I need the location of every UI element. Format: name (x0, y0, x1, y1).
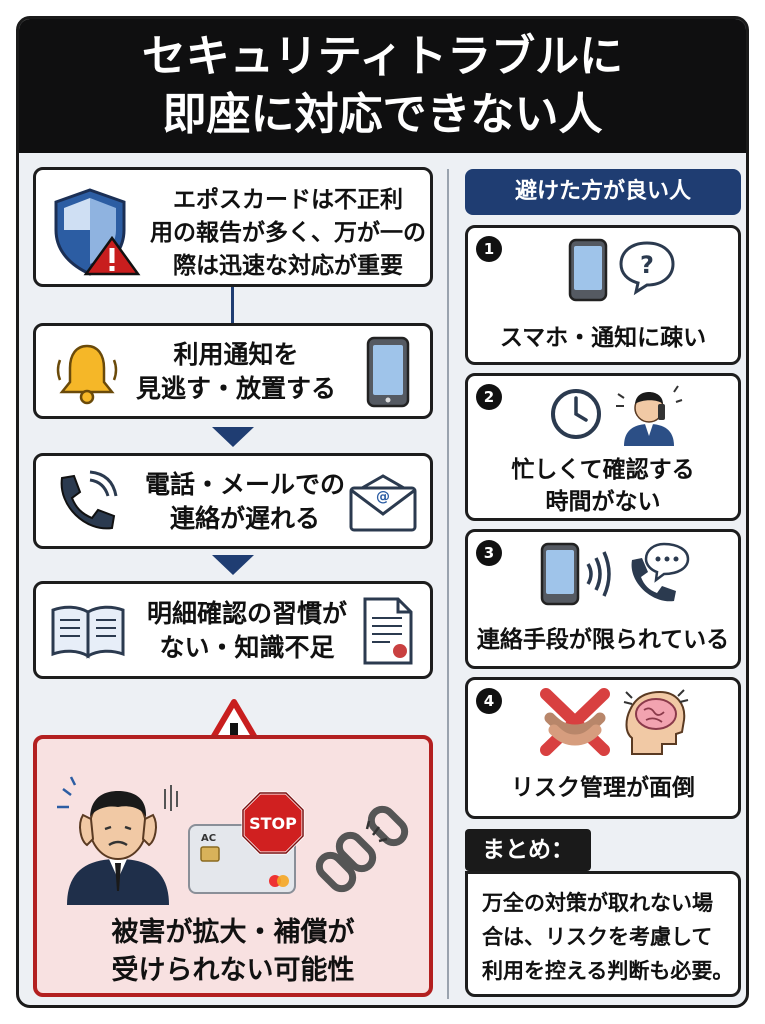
avoid-item-number: 2 (476, 384, 502, 410)
phone-icon (60, 470, 118, 530)
stop-sign-text: STOP (249, 814, 297, 833)
question-bubble-icon: ? (619, 241, 675, 296)
clock-icon (551, 389, 601, 439)
danger-line-1: 被害が拡大・補償が (111, 917, 355, 948)
card-label: AC (201, 833, 216, 844)
stop-sign-icon: STOP (241, 791, 305, 855)
column-divider (447, 169, 449, 999)
danger-panel: AC STOP 被害が拡大・補償が 受けられない可能性 (33, 735, 433, 997)
flow-arrow-2 (212, 555, 254, 575)
svg-text:?: ? (640, 251, 654, 279)
flow-card-statement: 明細確認の習慣が ない・知識不足 (33, 581, 433, 679)
svg-text:@: @ (376, 489, 390, 505)
flow-connector (231, 287, 234, 323)
avoid-item-3: 3 連絡手段が限られている (465, 529, 741, 669)
flow-card-intro: エポスカードは不正利 用の報告が多く、万が一の 際は迅速な対応が重要 (33, 167, 433, 287)
document-icon (363, 597, 413, 665)
smartphone-signal-icon (540, 542, 611, 606)
title-line-1: セキュリティトラブルに (141, 31, 624, 82)
flow-intro-line-3: 際は迅速な対応が重要 (173, 253, 403, 279)
bell-icon (56, 344, 118, 405)
stressed-man-icon (57, 776, 178, 905)
flow-intro-line-2: 用の報告が多く、万が一の (150, 220, 426, 246)
avoid-item-2: 2 忙しくて確認する 時間がない (465, 373, 741, 521)
flow-contact-line-1: 電話・メールでの (144, 470, 345, 499)
flow-notification-line-2: 見逃す・放置する (136, 374, 337, 403)
avoid-item-1-line-1: スマホ・通知に疎い (499, 325, 707, 351)
avoid-item-number: 1 (476, 236, 502, 262)
phone-chat-icon (631, 542, 690, 602)
avoid-item-2-line-2: 時間がない (545, 489, 661, 515)
flow-statement-line-2: ない・知識不足 (159, 633, 335, 662)
smartphone-icon (366, 336, 410, 408)
crossed-arms-icon (540, 688, 610, 756)
page-title: セキュリティトラブルに 即座に対応できない人 (19, 19, 746, 153)
email-icon: @ (349, 474, 417, 532)
avoid-item-number: 3 (476, 540, 502, 566)
infographic-frame: セキュリティトラブルに 即座に対応できない人 エポスカードは不正利 用の報告が多… (16, 16, 749, 1008)
flow-intro-line-1: エポスカードは不正利 (173, 187, 403, 213)
avoid-section-label: 避けた方が良い人 (465, 169, 741, 215)
avoid-item-4-line-1: リスク管理が面倒 (511, 775, 695, 801)
summary-box: 万全の対策が取れない場 合は、リスクを考慮して 利用を控える判断も必要。 (465, 871, 741, 997)
businessman-phone-icon (616, 385, 683, 446)
summary-line-1: 万全の対策が取れない場 (482, 891, 713, 915)
title-line-2: 即座に対応できない人 (162, 89, 603, 140)
danger-line-2: 受けられない可能性 (111, 955, 355, 986)
open-book-icon (51, 605, 125, 659)
flow-contact-line-2: 連絡が遅れる (169, 504, 320, 533)
avoid-item-3-line-1: 連絡手段が限られている (476, 627, 730, 653)
avoid-item-4: 4 リスク管理が面倒 (465, 677, 741, 819)
flow-card-notification: 利用通知を 見逃す・放置する (33, 323, 433, 419)
avoid-item-1: 1 ? スマホ・通知に疎い (465, 225, 741, 365)
flow-statement-line-1: 明細確認の習慣が (146, 599, 347, 628)
flow-notification-line-1: 利用通知を (173, 340, 299, 369)
flow-arrow-1 (212, 427, 254, 447)
avoid-item-number: 4 (476, 688, 502, 714)
broken-chain-icon (315, 805, 409, 893)
flow-card-contact: 電話・メールでの 連絡が遅れる @ (33, 453, 433, 549)
summary-line-2: 合は、リスクを考慮して (482, 925, 713, 949)
shield-warning-icon (54, 188, 141, 276)
avoid-item-2-line-1: 忙しくて確認する (511, 457, 695, 483)
summary-line-3: 利用を控える判断も必要。 (482, 959, 734, 983)
brain-icon (623, 689, 689, 755)
smartphone-icon (568, 238, 608, 302)
summary-label: まとめ： (465, 829, 591, 871)
